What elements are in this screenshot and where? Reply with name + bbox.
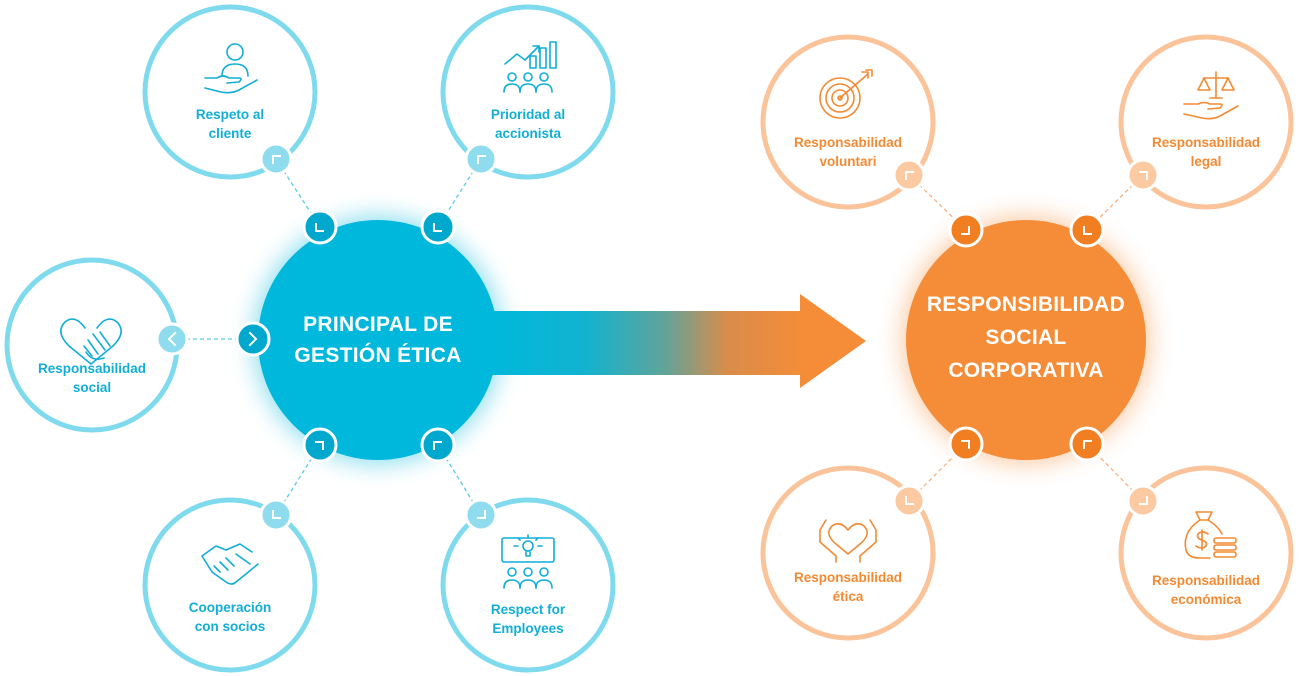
ring-respect-employees <box>440 497 616 673</box>
left-hub <box>258 220 498 460</box>
scales-hand-icon <box>1183 71 1239 120</box>
right-hub <box>906 220 1146 460</box>
money-bag-icon <box>1184 511 1237 559</box>
ring-cooperacion-socios <box>142 497 318 673</box>
left-hub-badges <box>235 209 456 463</box>
right-ring-badges <box>892 158 1160 518</box>
label-resp-legal: Responsabilidad legal <box>1151 135 1261 169</box>
right-hub-line1: RESPONSIBILIDAD <box>926 293 1126 316</box>
left-hub-line2: GESTIÓN ÉTICA <box>294 344 462 367</box>
handshake-icon <box>201 543 259 585</box>
idea-team-icon <box>501 534 555 589</box>
ring-prioridad-accionista <box>440 4 616 180</box>
label-prioridad-accionista: Prioridad al accionista <box>490 107 566 141</box>
label-resp-economica: Responsabilidad económica <box>1151 573 1261 607</box>
left-hub-title: PRINCIPAL DE GESTIÓN ÉTICA <box>268 309 488 371</box>
right-hub-line2: SOCIAL <box>985 326 1067 349</box>
ring-resp-voluntari <box>760 34 936 210</box>
label-resp-voluntari: Responsabilidad voluntari <box>793 135 903 169</box>
label-responsabilidad-social: Responsabilidad social <box>37 361 147 395</box>
ring-resp-economica <box>1118 465 1294 641</box>
label-respeto-cliente: Respeto al cliente <box>195 107 265 141</box>
hand-person-icon <box>204 43 258 94</box>
left-hub-line1: PRINCIPAL DE <box>303 313 453 336</box>
hands-heart-icon <box>819 519 877 563</box>
right-hub-badges <box>948 212 1105 462</box>
label-respect-employees: Respect for Employees <box>490 602 566 636</box>
right-hub-line3: CORPORATIVA <box>948 359 1104 382</box>
left-ring-badges <box>155 142 498 532</box>
target-icon <box>819 69 873 119</box>
heart-hand-icon <box>60 318 122 365</box>
ring-resp-legal <box>1118 34 1294 210</box>
right-hub-title: RESPONSIBILIDAD SOCIAL CORPORATIVA <box>906 288 1146 387</box>
growth-chart-people-icon <box>503 41 557 93</box>
label-cooperacion-socios: Cooperación con socios <box>188 600 272 634</box>
label-resp-etica: Responsabilidad ética <box>793 570 903 604</box>
transition-arrow <box>490 294 866 388</box>
